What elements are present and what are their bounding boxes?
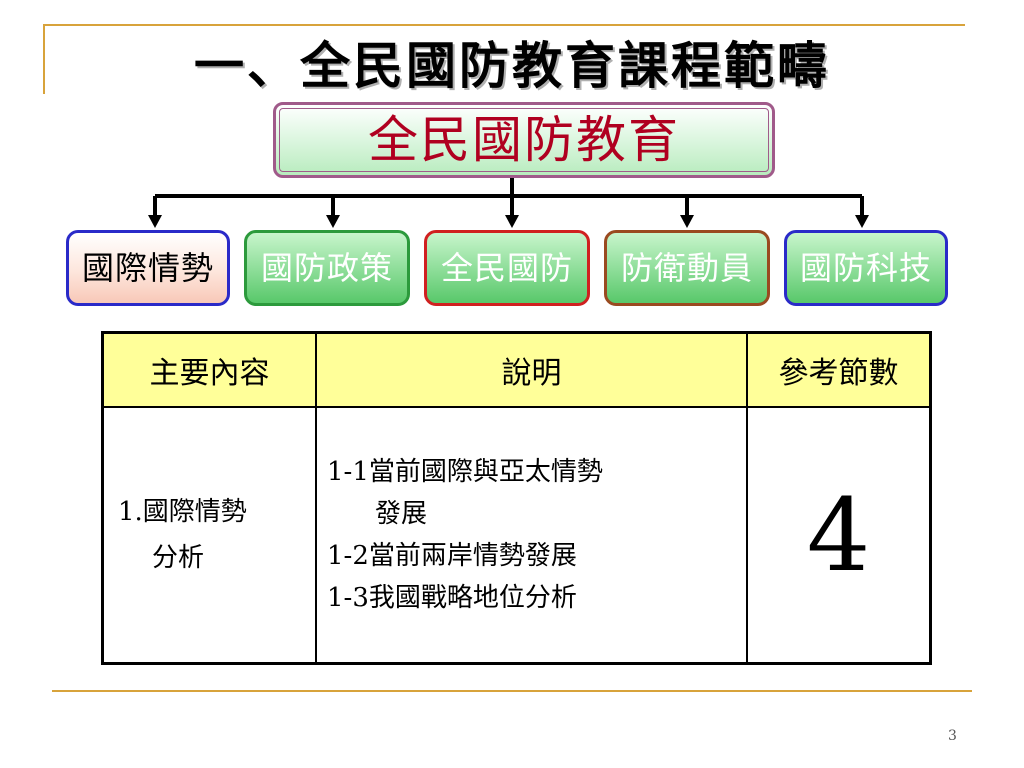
arrowhead-4 xyxy=(680,215,694,228)
node-label: 國防科技 xyxy=(799,249,932,287)
cell-sessions: 4 xyxy=(746,406,932,665)
header-description: 說明 xyxy=(315,331,748,408)
desc-line: 1-3我國戰略地位分析 xyxy=(327,583,577,613)
node-all-out-defense: 全民國防 xyxy=(424,230,590,306)
node-defense-technology: 國防科技 xyxy=(784,230,948,306)
arrowhead-2 xyxy=(326,215,340,228)
root-node: 全民國防教育 xyxy=(273,102,775,178)
arrowhead-3 xyxy=(505,215,519,228)
course-table: 主要內容 說明 參考節數 1.國際情勢 分析 1-1當前國際與亞太情勢 發展 1… xyxy=(101,331,932,665)
left-border-line xyxy=(43,24,45,94)
slide-title: 一、全民國防教育課程範疇 xyxy=(194,36,830,95)
top-border-line xyxy=(43,24,965,26)
desc-line: 1-2當前兩岸情勢發展 xyxy=(327,541,577,571)
node-label: 全民國防 xyxy=(440,249,573,287)
content-line: 1.國際情勢 xyxy=(118,497,247,527)
node-label: 國防政策 xyxy=(260,249,393,287)
node-defense-mobilization: 防衛動員 xyxy=(604,230,770,306)
cell-main-content: 1.國際情勢 分析 xyxy=(101,406,317,665)
page-number: 3 xyxy=(948,728,957,744)
arrowhead-1 xyxy=(148,215,162,228)
content-line: 分析 xyxy=(152,543,205,573)
table-header-row: 主要內容 說明 參考節數 xyxy=(101,331,932,408)
node-label: 國際情勢 xyxy=(81,249,214,287)
node-label: 防衛動員 xyxy=(620,249,753,287)
node-defense-policy: 國防政策 xyxy=(244,230,410,306)
bottom-border-line xyxy=(52,690,972,692)
cell-description: 1-1當前國際與亞太情勢 發展 1-2當前兩岸情勢發展 1-3我國戰略地位分析 xyxy=(315,406,748,665)
desc-line: 發展 xyxy=(375,499,428,529)
table-row: 1.國際情勢 分析 1-1當前國際與亞太情勢 發展 1-2當前兩岸情勢發展 1-… xyxy=(101,406,932,665)
desc-line: 1-1當前國際與亞太情勢 xyxy=(327,457,603,487)
header-main-content: 主要內容 xyxy=(101,331,317,408)
header-sessions: 參考節數 xyxy=(746,331,932,408)
arrowhead-5 xyxy=(855,215,869,228)
node-international-situation: 國際情勢 xyxy=(66,230,230,306)
